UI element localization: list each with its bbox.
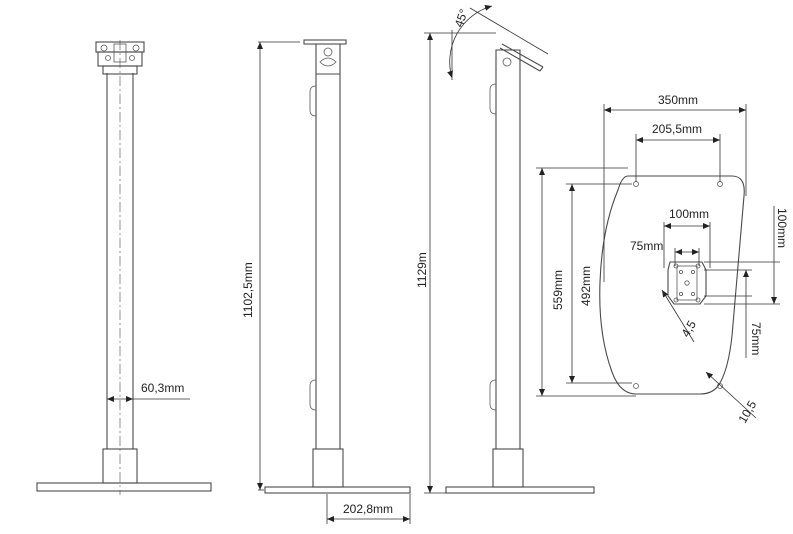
vesa-hole-dia-label: 4,5 <box>678 318 699 340</box>
height-tilted-label: 1129m <box>415 252 429 288</box>
lower-sleeve <box>312 448 344 488</box>
pole-diameter-dimension: 60,3mm <box>107 381 190 402</box>
vesa-100-horizontal-dimension: 100mm <box>663 207 711 268</box>
stand-front-view: 60,3mm <box>36 40 212 495</box>
plate-hole <box>633 181 639 187</box>
lower-sleeve <box>492 448 524 488</box>
plate-hole <box>717 383 723 389</box>
vesa-100-h-label: 100mm <box>669 207 709 221</box>
plate-hole <box>717 181 723 187</box>
base-plate <box>264 486 411 494</box>
vesa-hole-diameter-leader: 4,5 <box>661 289 699 343</box>
stand-side-view: 1102,5mm 202,8mm <box>241 39 411 524</box>
vesa-75-v-label: 75mm <box>749 322 763 355</box>
plate-height-label: 559mm <box>551 270 565 310</box>
plate-hole-vertical-label: 492mm <box>579 266 593 306</box>
base-plate <box>36 482 212 492</box>
height-fixed-label: 1102,5mm <box>241 262 255 318</box>
mounting-plate-view: 350mm 205,5mm 100mm 75mm 559mm <box>536 93 789 426</box>
plate-hole-spacing-label: 205,5mm <box>652 122 702 136</box>
pole-diameter-label: 60,3mm <box>141 381 184 395</box>
base-width-dimension: 202,8mm <box>326 494 411 524</box>
top-bracket <box>95 41 145 75</box>
tilt-angle-label: 45° <box>452 7 471 29</box>
plate-hole <box>633 383 639 389</box>
plate-hole-diameter-leader: 10,5 <box>705 371 759 426</box>
height-fixed-dimension: 1102,5mm <box>241 41 300 491</box>
stand-tilted-view: 45° 1129m <box>415 5 595 494</box>
top-bracket <box>303 39 347 75</box>
plate-hole-spacing-dimension: 205,5mm <box>635 122 721 182</box>
plate-width-dimension: 350mm <box>603 93 747 282</box>
plate-height-dimension: 559mm <box>536 167 636 397</box>
base-plate <box>445 486 595 494</box>
tilted-bracket <box>495 43 544 72</box>
vesa-75-h-label: 75mm <box>630 239 663 253</box>
vesa-75-vertical-dimension: 75mm <box>704 269 763 358</box>
base-width-label: 202,8mm <box>343 502 393 516</box>
plate-outline <box>599 175 745 395</box>
vesa-100-vertical-dimension: 100mm <box>704 206 789 305</box>
vesa-adapter <box>667 261 707 305</box>
height-tilted-dimension: 1129m <box>415 32 496 494</box>
tilt-angle-dimension: 45° <box>447 5 549 80</box>
vesa-100-v-label: 100mm <box>775 208 789 248</box>
plate-width-label: 350mm <box>658 93 698 107</box>
plate-hole-vertical-dimension: 492mm <box>566 183 632 384</box>
vesa-75-horizontal-dimension: 75mm <box>630 239 700 266</box>
